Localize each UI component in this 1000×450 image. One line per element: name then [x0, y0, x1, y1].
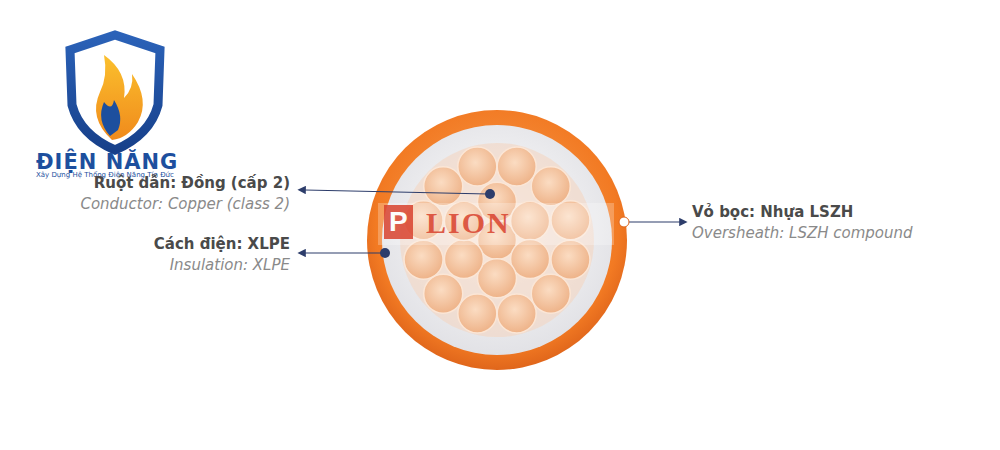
copper-strand: [531, 167, 570, 206]
watermark: LION: [426, 205, 511, 241]
part-name-english: Insulation: XLPE: [170, 256, 290, 274]
copper-strand: [531, 274, 570, 313]
copper-strand: [424, 167, 463, 206]
watermark-band: [378, 203, 614, 245]
cable-cross-section: [367, 110, 627, 370]
part-name-english: Oversheath: LSZH compound: [692, 224, 913, 242]
part-name: Cách điện: XLPE: [154, 235, 290, 253]
leader-dot: [619, 217, 629, 227]
copper-strand: [497, 294, 536, 333]
watermark: P: [384, 205, 413, 239]
copper-strand: [444, 240, 483, 279]
copper-strand: [497, 147, 536, 186]
copper-strand: [424, 274, 463, 313]
copper-strand: [458, 147, 497, 186]
copper-strand: [458, 294, 497, 333]
copper-strand: [404, 240, 443, 279]
logo-shield: [70, 35, 160, 150]
part-name: Vỏ bọc: Nhựa LSZH: [692, 203, 853, 221]
part-name: Ruột dẫn: Đồng (cấp 2): [94, 174, 290, 192]
leader-dot: [380, 248, 390, 258]
leader-lines: [305, 190, 680, 253]
part-name-english: Conductor: Copper (class 2): [80, 195, 290, 213]
copper-strand: [551, 240, 590, 279]
leader-dot: [485, 189, 495, 199]
